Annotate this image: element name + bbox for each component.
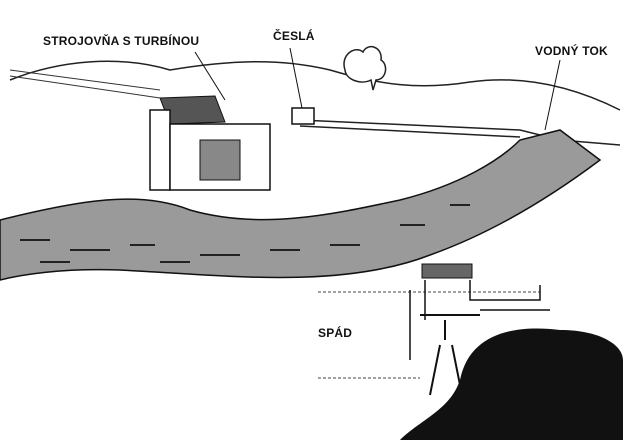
label-head: SPÁD (318, 326, 353, 340)
label-powerhouse: STROJOVŇA S TURBÍNOU (43, 34, 200, 48)
cross-section (318, 263, 623, 440)
hill-outline (9, 60, 621, 111)
label-trash-rack: ČESLÁ (273, 29, 315, 43)
label-stream: VODNÝ TOK (535, 44, 608, 58)
powerhouse (149, 95, 271, 191)
leader-lines (194, 47, 561, 131)
river (0, 129, 602, 281)
trash-rack (291, 107, 315, 125)
river-ripples (20, 204, 470, 263)
tree-icon (343, 45, 387, 91)
power-line (9, 69, 161, 99)
